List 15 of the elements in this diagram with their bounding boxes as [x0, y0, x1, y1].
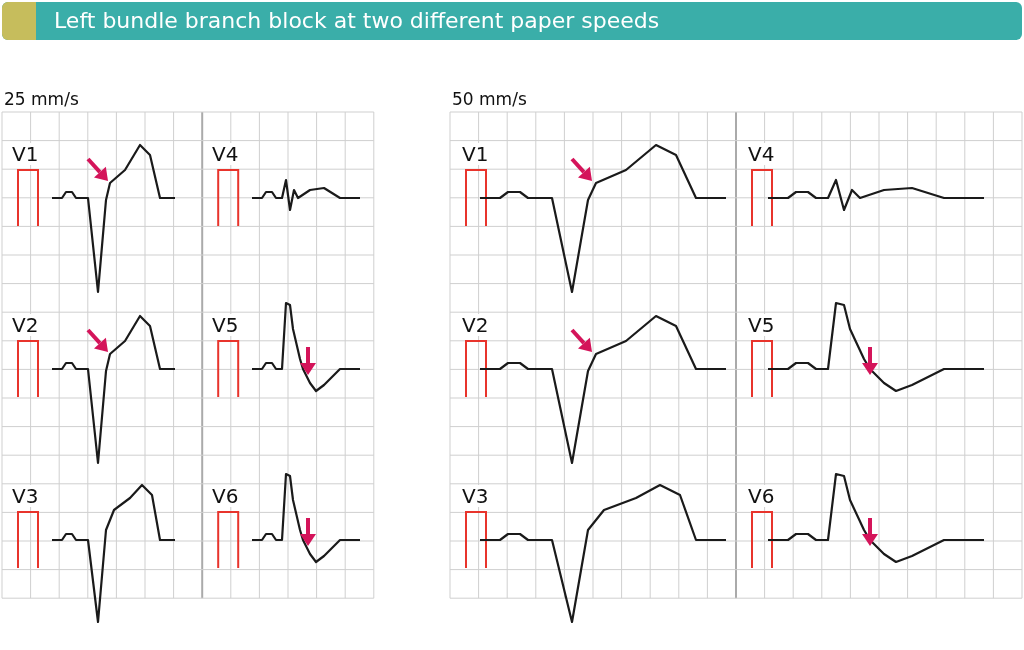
lead-label: V1 — [462, 143, 489, 165]
lead-label: V5 — [748, 314, 775, 336]
lead-label: V4 — [748, 143, 775, 165]
lead-label: V3 — [12, 485, 39, 507]
lead-label: V5 — [212, 314, 239, 336]
lead-label: V1 — [12, 143, 39, 165]
lead-label: V6 — [212, 485, 239, 507]
lead-label: V4 — [212, 143, 239, 165]
title: Left bundle branch block at two different paper speeds — [54, 8, 660, 33]
paper-speed-label: 25 mm/s — [4, 88, 79, 110]
lead-label: V2 — [12, 314, 39, 336]
lead-label: V2 — [462, 314, 489, 336]
paper-speed-label: 50 mm/s — [452, 88, 527, 110]
lead-label: V3 — [462, 485, 489, 507]
lead-label: V6 — [748, 485, 775, 507]
